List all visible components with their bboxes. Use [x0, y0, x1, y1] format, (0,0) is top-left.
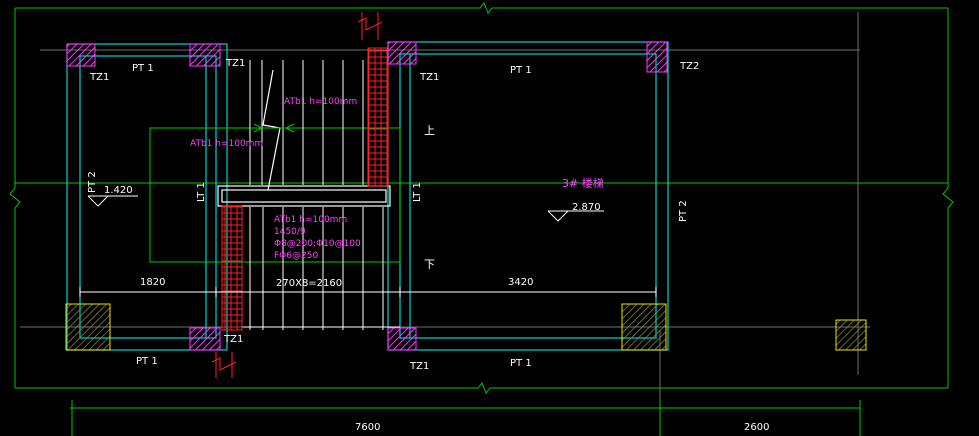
note-atb1-lower-4: FΦ6@250 — [274, 251, 318, 261]
column-tz2-top — [646, 41, 668, 73]
dim-2600: 2600 — [744, 422, 769, 433]
landing-beam — [217, 185, 391, 207]
column-yellow-right — [835, 319, 867, 351]
note-atb1-upper: ATb1 h=100mm — [284, 97, 357, 107]
break-marker-bottom — [211, 352, 237, 378]
note-atb1-lower-2: 1450/9 — [274, 227, 306, 237]
axis-lines — [20, 12, 870, 400]
level-left: 1.420 — [104, 185, 133, 196]
brick-wall-upper — [367, 47, 389, 187]
stair-treads — [222, 60, 400, 330]
label-pt2-left: PT 2 — [87, 171, 98, 193]
stair-break-mark — [262, 69, 281, 191]
level-marker-left — [87, 195, 138, 207]
label-lt1-right: LT 1 — [412, 182, 423, 202]
label-pt2-right: PT 2 — [678, 200, 689, 222]
label-lt1-left: LT 1 — [196, 182, 207, 202]
dim-3420: 3420 — [508, 277, 533, 288]
dim-stairs: 270X8=2160 — [276, 278, 342, 289]
label-tz1-top-right: TZ1 — [419, 72, 439, 83]
label-tz1-bottom-right: TZ1 — [409, 361, 429, 372]
note-atb1-lower-3: Φ8@200;Φ10@100 — [274, 239, 361, 249]
note-atb1-mid: ATb1 h=100mm — [190, 139, 263, 149]
label-up: 上 — [424, 124, 435, 137]
column-tz1-bottom-mid — [189, 327, 221, 351]
label-pt1-bottom-right: PT 1 — [510, 358, 532, 369]
label-pt1-top-right: PT 1 — [510, 65, 532, 76]
dim-1820: 1820 — [140, 277, 165, 288]
label-pt1-bottom-left: PT 1 — [136, 356, 158, 367]
column-tz1-top-mid — [189, 43, 221, 67]
column-yellow-left — [65, 303, 111, 351]
stair-label: 3# 楼梯 — [562, 176, 604, 190]
column-yellow-mid — [621, 303, 667, 351]
brick-wall-lower — [221, 205, 243, 331]
level-marker-right — [547, 210, 604, 222]
note-atb1-lower-1: ATb1 h=100mm — [274, 215, 347, 225]
level-right: 2.870 — [572, 202, 601, 213]
label-pt1-top-left: PT 1 — [132, 63, 154, 74]
columns-tz — [66, 41, 668, 351]
label-tz1-top-mid: TZ1 — [225, 58, 245, 69]
label-tz1-bottom-mid: TZ1 — [223, 334, 243, 345]
label-tz1-top-left: TZ1 — [89, 72, 109, 83]
outer-frame — [9, 2, 954, 436]
label-tz2: TZ2 — [679, 61, 699, 72]
column-tz1-top-left — [66, 43, 96, 67]
columns-yellow — [65, 303, 867, 351]
column-tz1-bottom-right — [387, 327, 417, 351]
break-marker-top — [357, 12, 383, 40]
column-tz1-top-right — [387, 41, 417, 65]
leader-lines — [250, 123, 298, 133]
label-down: 下 — [424, 258, 435, 271]
dim-7600: 7600 — [355, 422, 380, 433]
dim-ticks — [79, 287, 657, 297]
